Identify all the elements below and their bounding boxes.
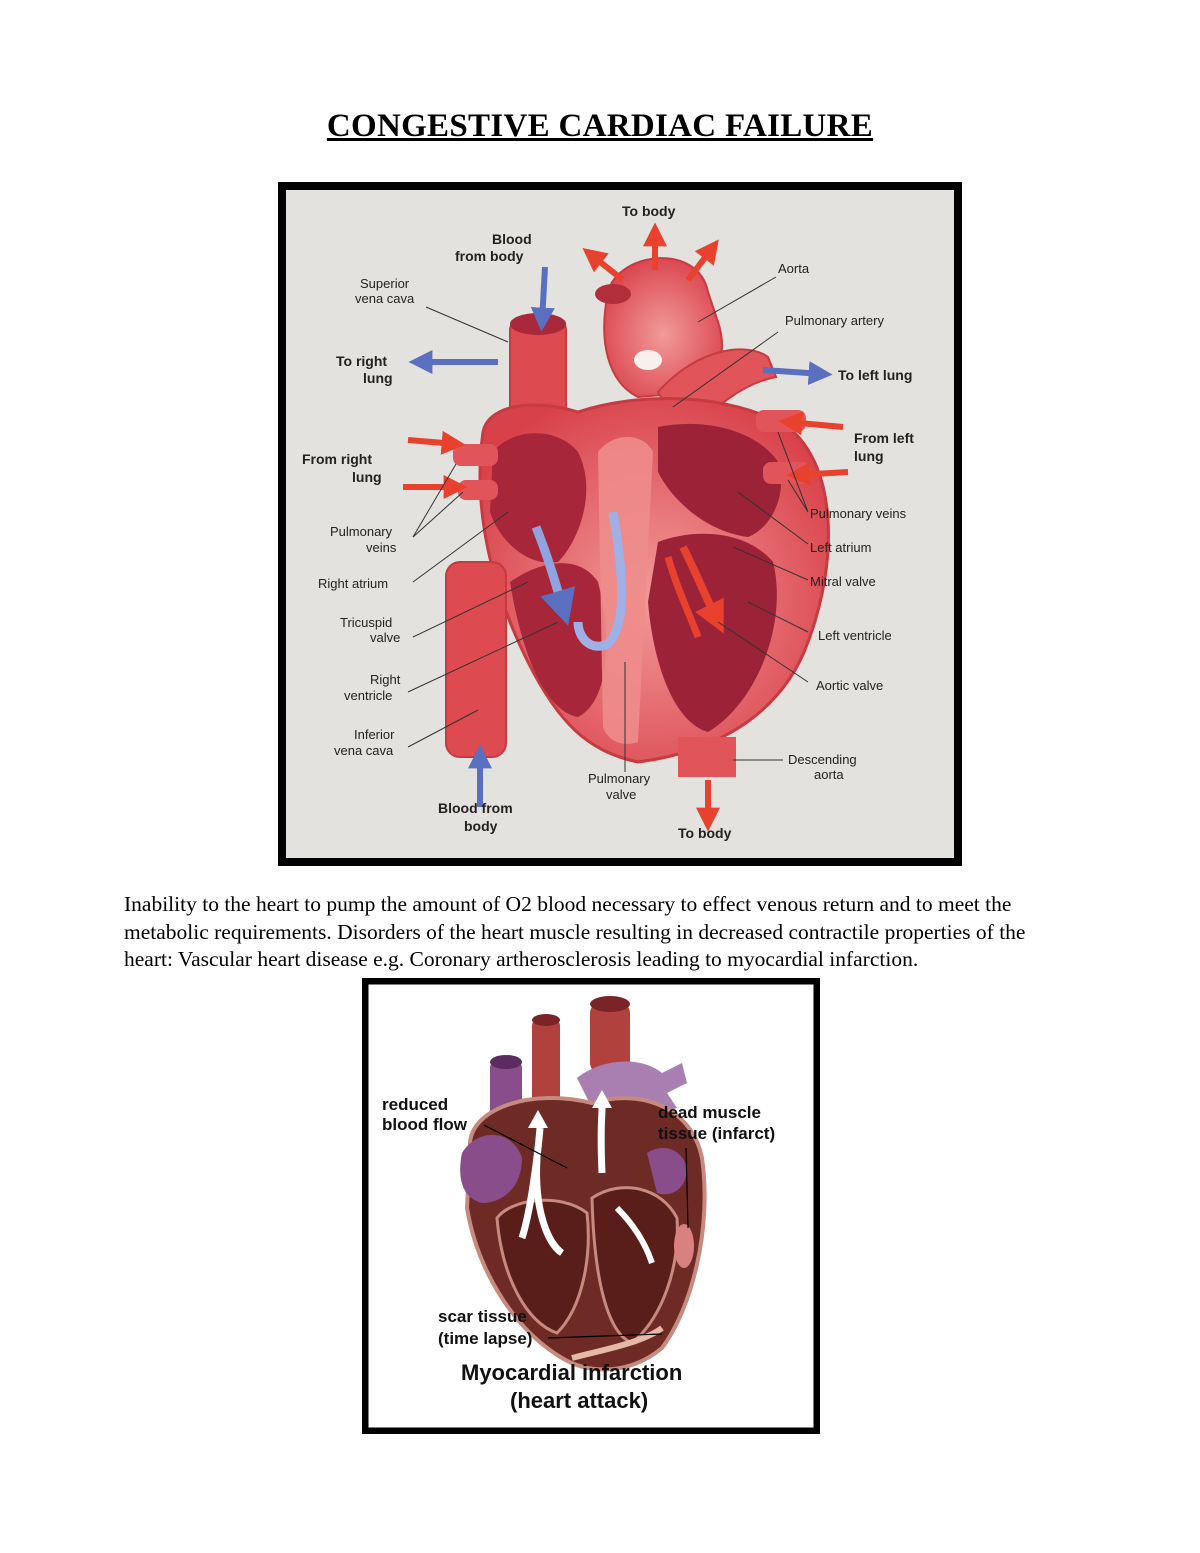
svg-text:valve: valve bbox=[606, 787, 636, 802]
label-tricuspid-valve: Tricuspid bbox=[340, 615, 392, 630]
label-left-ventricle: Left ventricle bbox=[818, 628, 892, 643]
svg-text:(heart attack): (heart attack) bbox=[510, 1388, 648, 1413]
label-mitral-valve: Mitral valve bbox=[810, 574, 876, 589]
label-blood-from-body-top: Blood bbox=[492, 231, 532, 247]
label-to-body-top: To body bbox=[622, 203, 676, 219]
svg-text:aorta: aorta bbox=[814, 767, 844, 782]
label-from-right-lung: From right bbox=[302, 451, 372, 467]
label-superior-vena-cava: Superior bbox=[360, 276, 410, 291]
label-pulmonary-veins-left: Pulmonary bbox=[330, 524, 393, 539]
label-to-body-bottom: To body bbox=[678, 825, 732, 841]
label-pulmonary-artery: Pulmonary artery bbox=[785, 313, 884, 328]
svg-text:lung: lung bbox=[854, 448, 884, 464]
svg-text:(time lapse): (time lapse) bbox=[438, 1329, 532, 1348]
svg-text:ventricle: ventricle bbox=[344, 688, 392, 703]
heart-illustration bbox=[445, 257, 830, 777]
label-to-left-lung: To left lung bbox=[838, 367, 912, 383]
figure1-labels: To body Blood from body Superior vena ca… bbox=[302, 203, 914, 841]
label-inferior-vena-cava: Inferior bbox=[354, 727, 395, 742]
svg-text:lung: lung bbox=[363, 370, 393, 386]
mi-heart-illustration bbox=[460, 996, 707, 1372]
label-dead-muscle-tissue: dead muscle bbox=[658, 1103, 761, 1122]
svg-text:body: body bbox=[464, 818, 498, 834]
svg-text:blood flow: blood flow bbox=[382, 1115, 468, 1134]
svg-text:tissue (infarct): tissue (infarct) bbox=[658, 1124, 775, 1143]
label-descending-aorta: Descending bbox=[788, 752, 857, 767]
label-blood-from-body-bottom: Blood from bbox=[438, 800, 513, 816]
figure2-labels: reduced blood flow dead muscle tissue (i… bbox=[382, 1095, 775, 1413]
svg-text:from body: from body bbox=[455, 248, 524, 264]
figure2-caption: Myocardial infarction bbox=[461, 1360, 682, 1385]
blood-flow-arrows bbox=[403, 222, 849, 832]
svg-text:vena cava: vena cava bbox=[334, 743, 394, 758]
svg-text:veins: veins bbox=[366, 540, 397, 555]
label-scar-tissue: scar tissue bbox=[438, 1307, 527, 1326]
label-from-left-lung: From left bbox=[854, 430, 914, 446]
svg-text:valve: valve bbox=[370, 630, 400, 645]
svg-text:vena cava: vena cava bbox=[355, 291, 415, 306]
label-right-ventricle: Right bbox=[370, 672, 401, 687]
label-to-right-lung: To right bbox=[336, 353, 387, 369]
label-pulmonary-valve: Pulmonary bbox=[588, 771, 651, 786]
label-aortic-valve: Aortic valve bbox=[816, 678, 883, 693]
label-pulmonary-veins-right: Pulmonary veins bbox=[810, 506, 907, 521]
page-title: CONGESTIVE CARDIAC FAILURE bbox=[326, 108, 874, 144]
heart-anatomy-figure: To body Blood from body Superior vena ca… bbox=[278, 182, 962, 866]
svg-text:lung: lung bbox=[352, 469, 382, 485]
label-right-atrium: Right atrium bbox=[318, 576, 388, 591]
mi-leader-lines bbox=[483, 1124, 689, 1339]
myocardial-infarction-figure: reduced blood flow dead muscle tissue (i… bbox=[361, 977, 821, 1435]
label-left-atrium: Left atrium bbox=[810, 540, 871, 555]
label-reduced-blood-flow: reduced bbox=[382, 1095, 448, 1114]
description-paragraph: Inability to the heart to pump the amoun… bbox=[124, 892, 1026, 971]
label-aorta: Aorta bbox=[778, 261, 810, 276]
leader-lines bbox=[407, 276, 809, 772]
